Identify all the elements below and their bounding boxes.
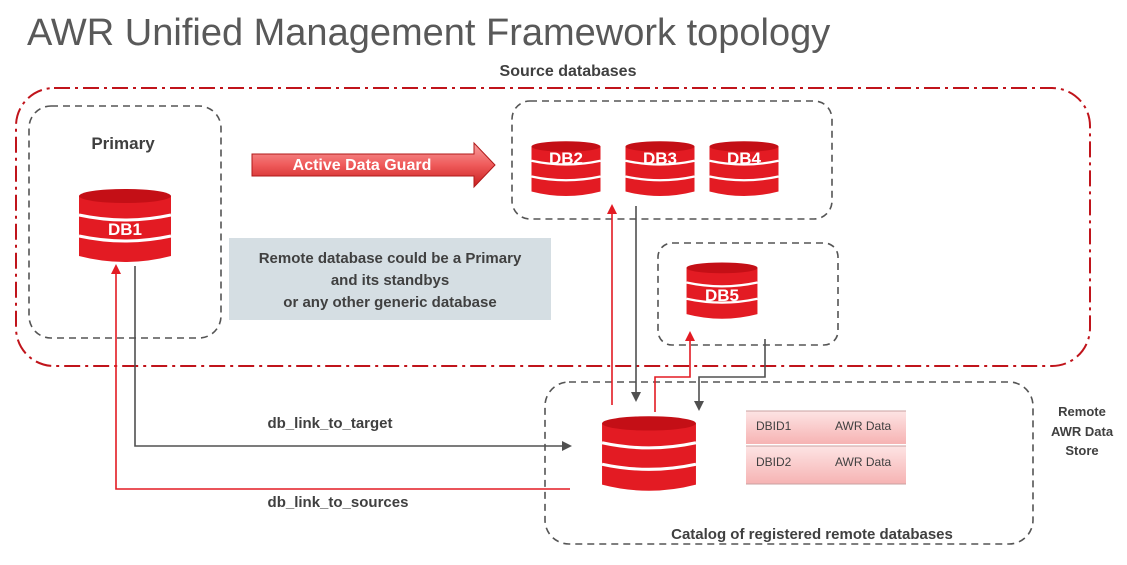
db-link-to-sources-label: db_link_to_sources [268, 494, 409, 511]
db-link-to-target-label: db_link_to_target [267, 415, 392, 432]
db5-label: DB5 [705, 286, 739, 305]
catalog-box [544, 381, 1034, 545]
source-databases-boundary [15, 87, 1091, 367]
active-data-guard-arrow [251, 141, 496, 189]
awr-row-1 [746, 411, 906, 444]
page-title: AWR Unified Management Framework topolog… [27, 12, 830, 54]
note-line-2: and its standbys [331, 272, 449, 289]
remote-store-line-1: Remote [1058, 404, 1106, 419]
awr-row-2-data: AWR Data [835, 455, 892, 469]
catalog-label: Catalog of registered remote databases [671, 526, 953, 543]
source-databases-label: Source databases [500, 63, 637, 80]
note-line-1: Remote database could be a Primary [259, 250, 522, 267]
note-line-3: or any other generic database [283, 294, 496, 311]
db1-label: DB1 [108, 220, 142, 239]
adg-label: Active Data Guard [293, 157, 432, 174]
awr-data-table: DBID1 AWR Data DBID2 AWR Data [746, 410, 906, 485]
awr-row-2 [746, 446, 906, 484]
db5-box [657, 242, 839, 346]
db-link-to-target-line [134, 266, 572, 451]
standby-group-box [511, 100, 833, 220]
db5-to-target-line [694, 339, 766, 411]
target-to-db5-line [654, 331, 695, 412]
note-box [229, 238, 551, 320]
awr-row-2-dbid: DBID2 [756, 455, 792, 469]
awr-row-1-data: AWR Data [835, 419, 892, 433]
db2-label: DB2 [549, 149, 583, 168]
db4-label: DB4 [727, 149, 762, 168]
primary-box [28, 105, 222, 339]
db3-label: DB3 [643, 149, 677, 168]
remote-store-line-3: Store [1065, 443, 1098, 458]
awr-target-database-icon [600, 415, 698, 493]
primary-label: Primary [91, 134, 155, 153]
db-link-to-sources-line [111, 264, 570, 490]
remote-store-line-2: AWR Data [1051, 424, 1114, 439]
awr-row-1-dbid: DBID1 [756, 419, 792, 433]
